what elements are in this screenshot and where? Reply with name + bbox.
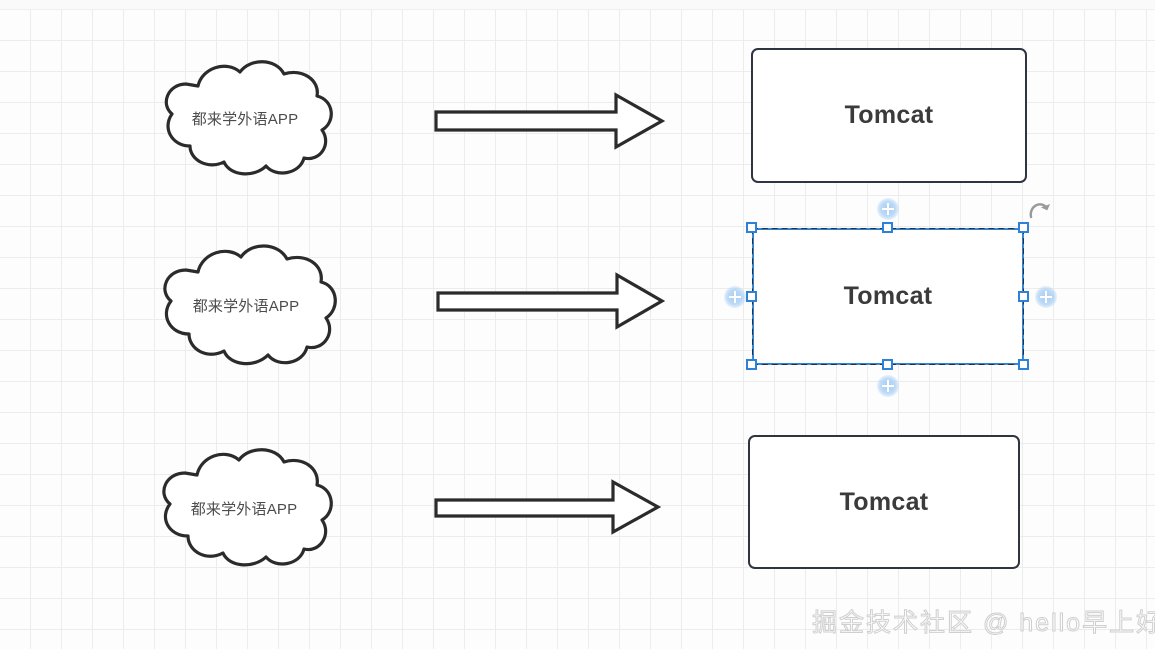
resize-handle-top-left[interactable] — [746, 222, 757, 233]
resize-handle-middle-right[interactable] — [1018, 291, 1029, 302]
arrow-shape-2[interactable] — [435, 272, 665, 330]
canvas-top-edge — [0, 0, 1155, 10]
connect-node-top[interactable] — [877, 198, 899, 220]
cloud-shape-1[interactable]: 都来学外语APP — [152, 56, 338, 180]
tomcat-box-label-1: Tomcat — [844, 101, 934, 129]
connect-node-left[interactable] — [724, 286, 746, 308]
tomcat-box-label-2: Tomcat — [843, 282, 933, 310]
resize-handle-middle-left[interactable] — [746, 291, 757, 302]
watermark-text: 掘金技术社区 @ hello早上好 — [811, 609, 1155, 638]
tomcat-box-3[interactable]: Tomcat — [748, 435, 1020, 569]
right-arrow-icon — [434, 92, 665, 150]
cloud-icon — [162, 448, 333, 567]
right-arrow-icon — [434, 479, 661, 535]
resize-handle-top-center[interactable] — [882, 222, 893, 233]
arrow-shape-1[interactable] — [433, 92, 665, 150]
rotate-cw-icon — [1029, 203, 1051, 219]
connect-node-right[interactable] — [1035, 286, 1057, 308]
cloud-icon — [163, 244, 337, 366]
tomcat-box-1[interactable]: Tomcat — [751, 48, 1027, 183]
right-arrow-icon — [436, 272, 665, 330]
cloud-shape-2[interactable]: 都来学外语APP — [150, 240, 342, 370]
arrow-shape-3[interactable] — [433, 478, 661, 536]
cloud-icon — [164, 60, 333, 176]
tomcat-box-label-3: Tomcat — [839, 487, 929, 516]
tomcat-box-2[interactable]: Tomcat — [752, 228, 1024, 365]
resize-handle-bottom-center[interactable] — [882, 359, 893, 370]
resize-handle-bottom-left[interactable] — [746, 359, 757, 370]
rotate-handle[interactable] — [1027, 199, 1053, 225]
cloud-shape-3[interactable]: 都来学外语APP — [150, 444, 338, 572]
resize-handle-bottom-right[interactable] — [1018, 359, 1029, 370]
connect-node-bottom[interactable] — [877, 375, 899, 397]
